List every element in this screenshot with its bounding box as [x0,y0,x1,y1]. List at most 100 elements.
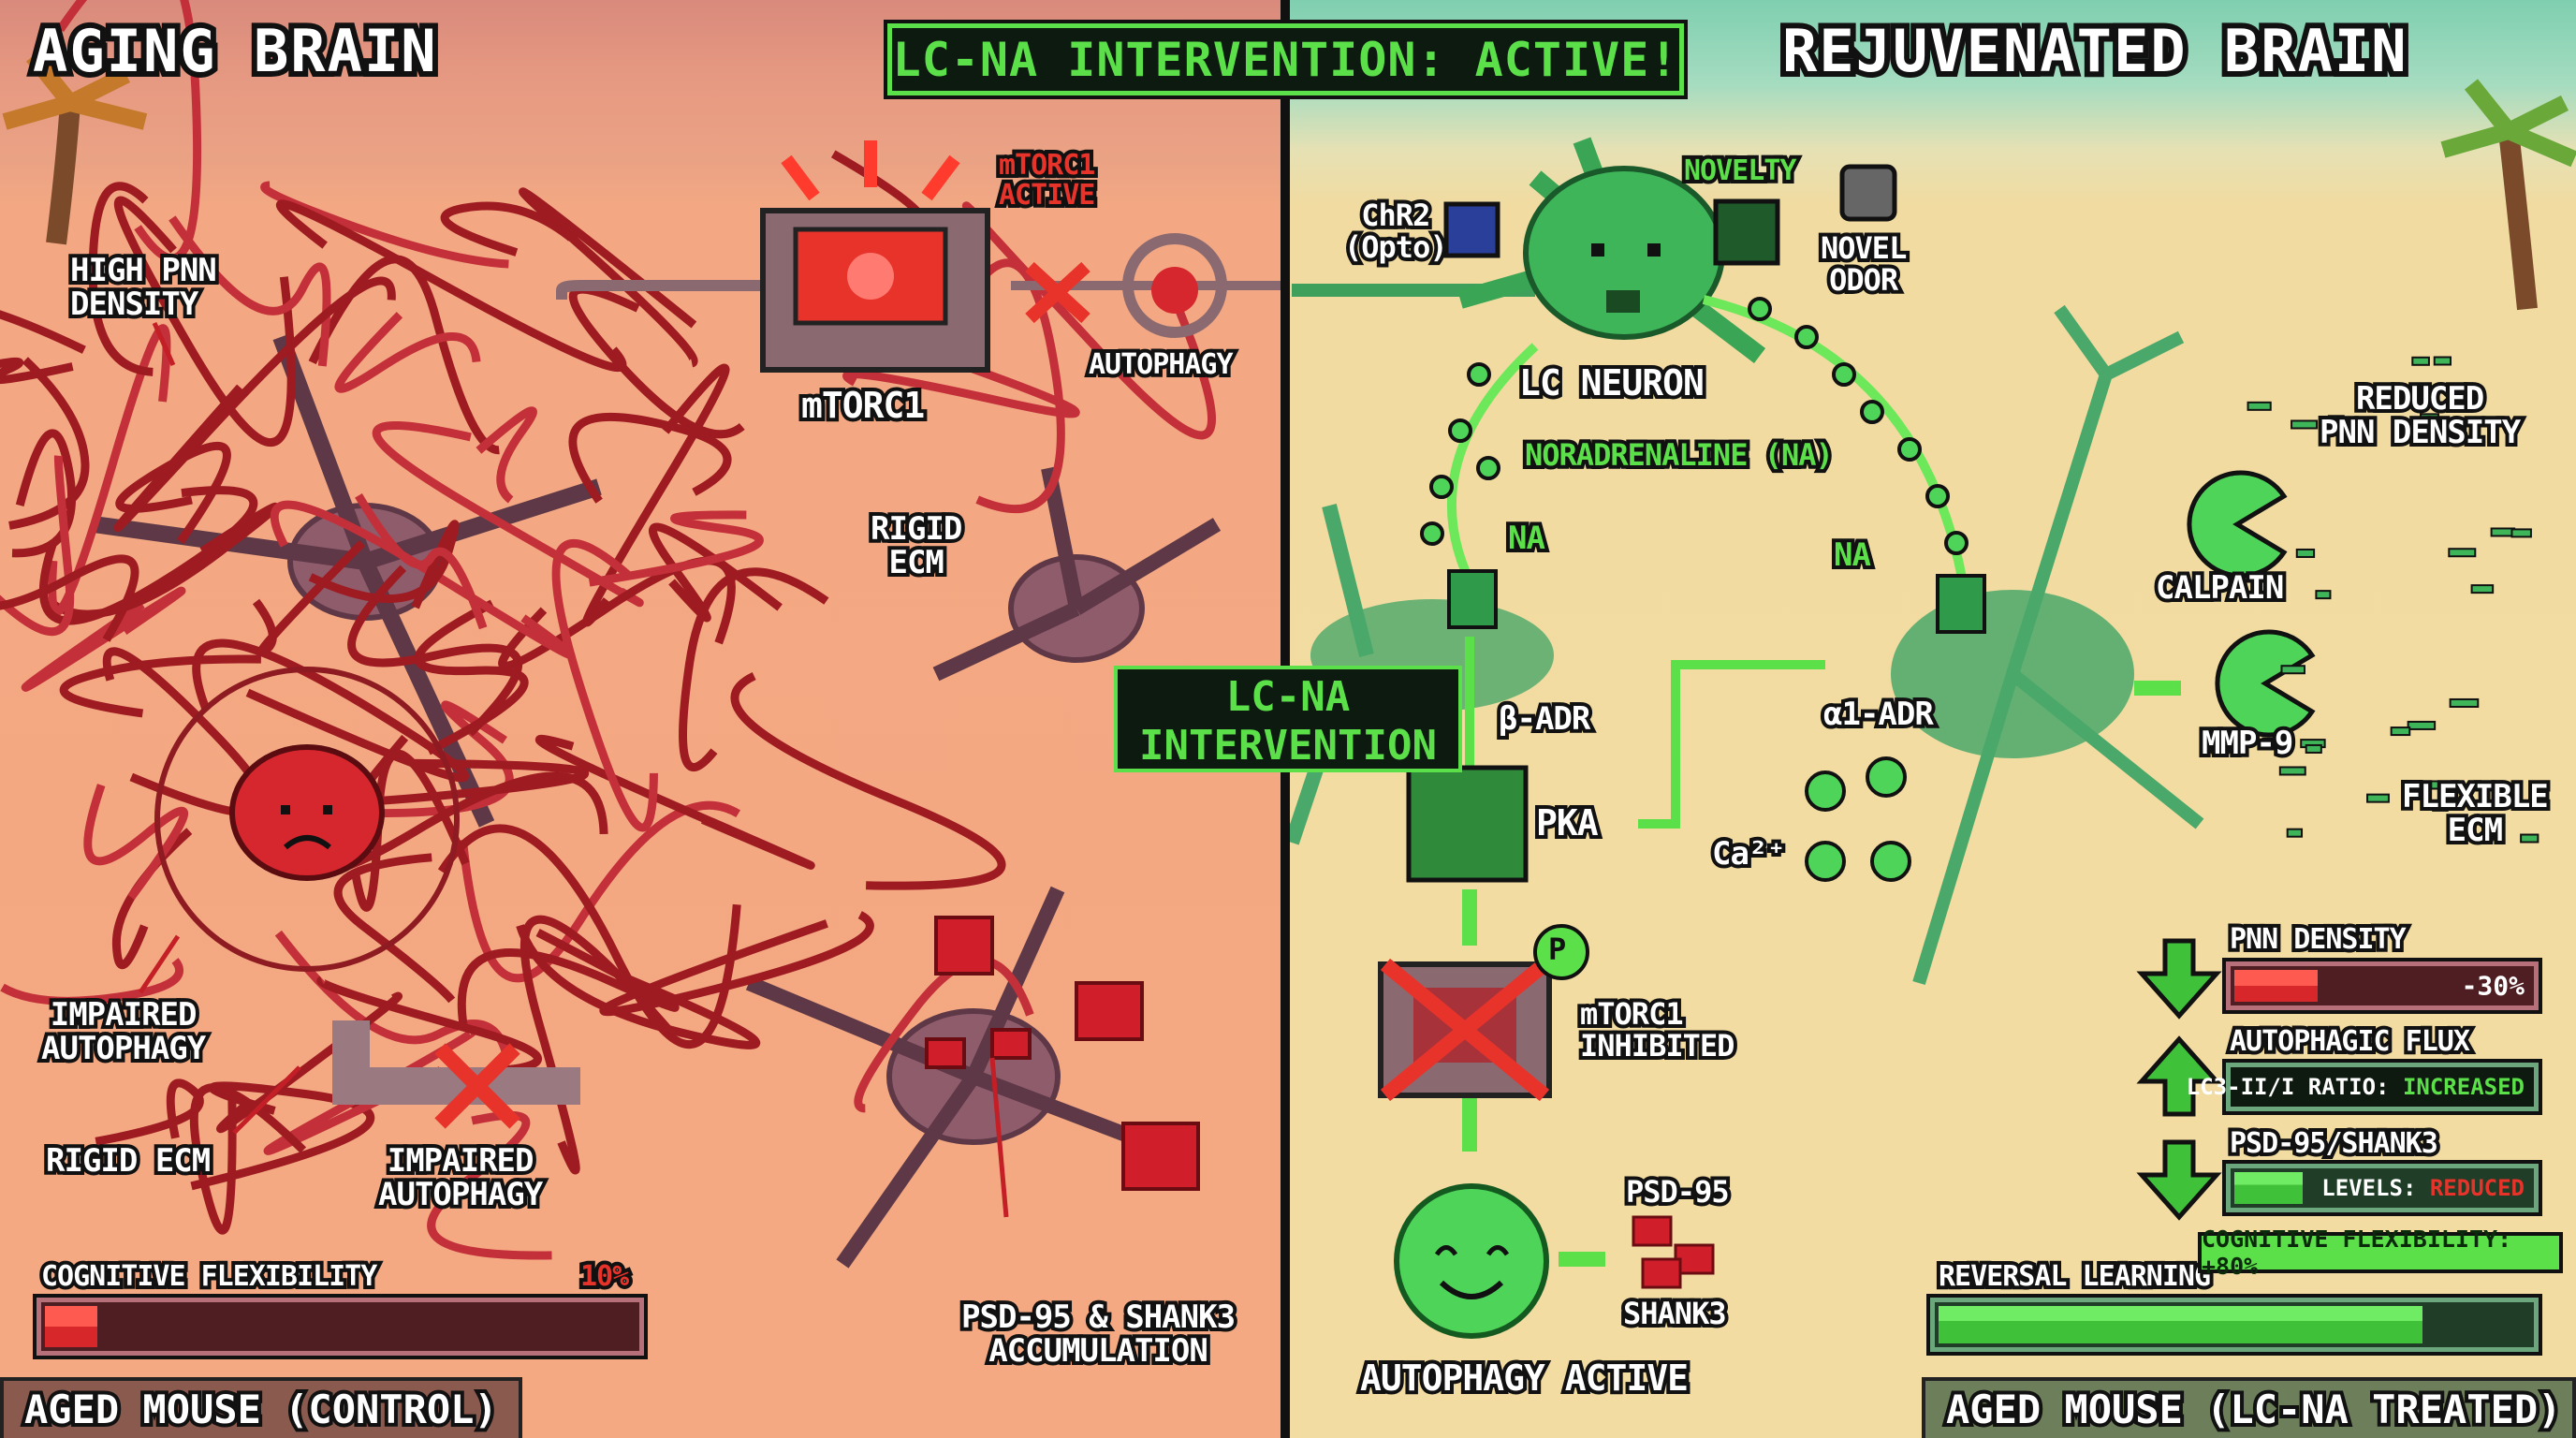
na-dot [1467,362,1491,387]
na-dot [1420,521,1444,546]
label-calcium: Ca²⁺ [1708,833,1790,873]
arrow [138,321,301,1135]
lc3-ratio-status: INCREASED [2402,1074,2525,1100]
pnn-density-value: -30% [2461,970,2525,1002]
ecm-fragment [2327,415,2345,425]
ecm-strand [95,1078,204,1146]
na-dot [1925,484,1950,508]
ecm-fragment [2286,828,2304,838]
ecm-strand [102,647,268,817]
ecm-strand [519,187,698,368]
bar-fill [2234,970,2319,1002]
ecm-strand [8,357,90,530]
down-arrow-icon [2136,1139,2222,1221]
label-chr2: ChR2 (Opto) [1340,196,1452,266]
ecm-fragment [2520,833,2539,844]
label-mtorc1: mTORC1 [798,383,929,428]
label-autophagy-active: AUTOPHAGY ACTIVE [1356,1356,1692,1401]
blocked-x-icon [1025,261,1090,324]
treated-group-tab: AGED MOUSE (LC-NA TREATED) [1922,1377,2576,1438]
arrow [989,1057,1009,1218]
pka-chip-icon [1406,765,1529,883]
cognitive-flexibility-value: 10% [577,1258,633,1295]
target-neuron-right [1891,304,2204,986]
cognitive-flexibility-label: COGNITIVE FLEXIBILITY [37,1258,381,1295]
label-na: NA [1504,518,1549,558]
ecm-strand [274,930,512,1062]
ecm-strand [568,412,732,504]
ecm-fragment [2510,528,2532,538]
ecm-fragment [2280,665,2305,675]
ecm-strand [260,181,509,269]
bar-fill [1939,1306,2422,1343]
ecm-fragment [2247,401,2272,411]
na-dot [1476,456,1500,480]
ecm-fragment [2448,548,2477,558]
na-dot [1832,362,1856,387]
ecm-fragment [2470,584,2495,594]
lc-na-intervention-box: LC-NA INTERVENTION [1114,666,1462,772]
autophagy-cycle-icon [1122,233,1227,338]
label-mtorc1-active: mTORC1 ACTIVE [995,147,1099,213]
ecm-strand [476,406,537,504]
sad-cell-icon [154,667,460,972]
label-lc-neuron: LC NEURON [1515,360,1708,405]
stat-label-autophagic-flux: AUTOPHAGIC FLUX [2226,1023,2474,1060]
ecm-strand [168,215,331,367]
ecm-strand [347,565,523,737]
ecm-strand [551,539,658,832]
ecm-strand [414,599,529,756]
ecm-strand [0,958,183,1005]
label-autophagy: AUTOPHAGY [1085,346,1237,383]
label-alpha1-adr: α1-ADR [1820,694,1938,734]
odor-icon [1839,164,1897,222]
ecm-fragment [2291,419,2319,430]
ecm-strand [516,924,761,1049]
ecm-strand [263,1027,477,1155]
ecm-strand [0,455,75,637]
ecm-strand [355,492,488,630]
stat-arrow-icons [2136,938,2222,1221]
psd95-shank3-bar: LEVELS: REDUCED [2222,1160,2542,1216]
calpain-pacman-icon [2187,470,2316,738]
palm-tree-right-icon [2440,79,2576,311]
stat-label-psd95-shank3: PSD-95/SHANK3 [2226,1125,2442,1162]
ecm-fragment [2295,548,2316,558]
palm-tree-left-icon [2,51,148,245]
lc3-ratio-label: LC3-II/I RATIO: [2186,1074,2403,1100]
ecm-strand [39,486,258,625]
ecm-strand [520,915,675,1175]
ecm-strand [275,199,627,373]
mtorc1-inhibited-icon [1378,924,1589,1102]
bar-fill [2234,1172,2303,1204]
bar-fill [45,1306,97,1347]
ecm-strand [588,510,764,587]
label-rigid-ecm: RIGID ECM [42,1140,214,1181]
pnn-density-bar: -30% [2222,958,2542,1014]
label-pka: PKA [1532,800,1603,845]
up-arrow-icon [2136,1035,2222,1117]
ecm-fragment [2390,726,2411,737]
na-dot [1897,437,1922,462]
na-dot [1794,325,1819,349]
na-dot [1944,531,1969,555]
ecm-strand [945,258,1065,514]
ecm-fragment [2315,590,2332,600]
ecm-strand [842,334,1080,418]
ecm-fragment [2432,801,2449,812]
na-dot [1429,475,1454,499]
reversal-learning-bar [1926,1294,2542,1356]
ecm-strand [0,357,74,385]
ecm-strand [216,991,402,1134]
rigid-ecm-pnn-tangle [0,0,1216,1260]
cognitive-flexibility-bar [33,1294,648,1359]
label-psd95: PSD-95 [1622,1172,1734,1211]
arrow [1462,681,2181,1267]
autophagic-flux-bar: LC3-II/I RATIO: INCREASED [2187,1059,2542,1115]
ecm-strand [0,554,139,642]
na-dot [1748,297,1772,321]
na-dot [1860,400,1884,424]
ca-ions [1805,756,1911,882]
control-group-tab: AGED MOUSE (CONTROL) [0,1377,522,1438]
